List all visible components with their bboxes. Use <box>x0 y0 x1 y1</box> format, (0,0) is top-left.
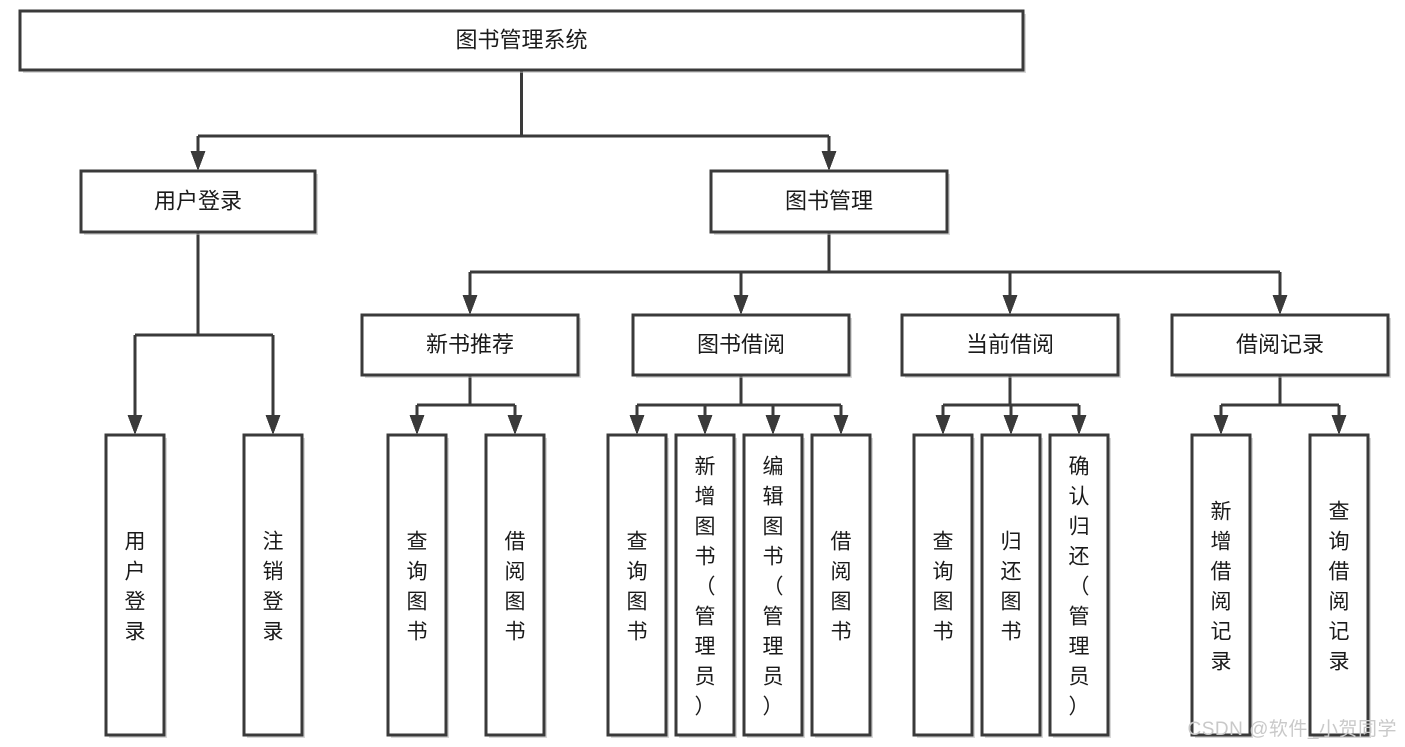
node-rect-leaf-cu-return[interactable] <box>980 433 1042 737</box>
node-label-leaf-cu-return: 归还图书 <box>1001 530 1022 643</box>
node-leaf-rc-query[interactable]: 查询借阅记录 <box>1308 433 1371 738</box>
node-records[interactable]: 借阅记录 <box>1170 313 1391 378</box>
node-rect-bookmgmt[interactable] <box>709 169 949 234</box>
node-leaf-cu-confirm[interactable]: 确认归还（管理员） <box>1048 433 1111 738</box>
node-login[interactable]: 用户登录 <box>79 169 318 235</box>
connector-lines-layer <box>127 70 1347 435</box>
node-label-newbook: 新书推荐 <box>426 332 514 357</box>
node-label-leaf-nb-query: 查询图书 <box>407 530 428 643</box>
node-rect-leaf-br-borrow[interactable] <box>810 433 872 737</box>
node-rect-leaf-br-edit[interactable] <box>742 433 804 737</box>
node-label-leaf-cu-confirm: 确认归还（管理员） <box>1069 455 1090 718</box>
node-label-leaf-rc-add: 新增借阅记录 <box>1211 500 1232 673</box>
node-label-leaf-nb-borrow: 借阅图书 <box>505 530 526 643</box>
arrow-head-newbook <box>462 295 478 315</box>
node-rect-leaf-nb-borrow[interactable] <box>484 433 546 737</box>
arrow-head-leaf-cu-query <box>935 415 951 435</box>
arrow-head-login <box>190 151 206 171</box>
arrow-head-leaf-cu-confirm <box>1071 415 1087 435</box>
arrow-head-leaf-user-login <box>127 415 143 435</box>
arrow-head-leaf-rc-add <box>1213 415 1229 435</box>
node-leaf-cu-query[interactable]: 查询图书 <box>912 433 975 738</box>
node-newbook[interactable]: 新书推荐 <box>360 313 581 378</box>
node-leaf-user-login[interactable]: 用户登录 <box>104 433 167 738</box>
csdn-watermark: CSDN @软件_小贺同学 <box>1187 719 1397 740</box>
node-rect-newbook[interactable] <box>360 313 580 377</box>
arrow-head-leaf-user-logout <box>265 415 281 435</box>
arrow-head-borrow <box>733 295 749 315</box>
arrow-head-leaf-rc-query <box>1331 415 1347 435</box>
arrow-head-leaf-br-borrow <box>833 415 849 435</box>
node-rect-current[interactable] <box>900 313 1120 377</box>
node-label-leaf-br-edit: 编辑图书（管理员） <box>763 455 784 718</box>
node-label-leaf-br-add: 新增图书（管理员） <box>695 455 716 718</box>
node-rect-leaf-rc-query[interactable] <box>1308 433 1370 737</box>
node-label-current: 当前借阅 <box>966 332 1054 357</box>
node-leaf-cu-return[interactable]: 归还图书 <box>980 433 1043 738</box>
node-rect-borrow[interactable] <box>631 313 851 377</box>
arrow-head-leaf-nb-borrow <box>507 415 523 435</box>
node-label-leaf-user-logout: 注销登录 <box>263 530 284 643</box>
node-root[interactable]: 图书管理系统 <box>18 9 1026 73</box>
node-rect-leaf-nb-query[interactable] <box>386 433 448 737</box>
node-label-leaf-user-login: 用户登录 <box>125 530 146 643</box>
node-rect-leaf-user-login[interactable] <box>104 433 166 737</box>
node-leaf-rc-add[interactable]: 新增借阅记录 <box>1190 433 1253 738</box>
arrow-head-leaf-br-add <box>697 415 713 435</box>
node-rect-login[interactable] <box>79 169 317 234</box>
node-bookmgmt[interactable]: 图书管理 <box>709 169 950 235</box>
node-label-leaf-rc-query: 查询借阅记录 <box>1329 500 1350 673</box>
arrow-head-leaf-cu-return <box>1003 415 1019 435</box>
node-rect-root[interactable] <box>18 9 1025 72</box>
node-borrow[interactable]: 图书借阅 <box>631 313 852 378</box>
node-label-records: 借阅记录 <box>1236 332 1324 357</box>
node-leaf-br-borrow[interactable]: 借阅图书 <box>810 433 873 738</box>
node-rect-leaf-br-query[interactable] <box>606 433 668 737</box>
arrow-head-leaf-br-edit <box>765 415 781 435</box>
node-leaf-user-logout[interactable]: 注销登录 <box>242 433 305 738</box>
node-rect-leaf-rc-add[interactable] <box>1190 433 1252 737</box>
node-label-root: 图书管理系统 <box>455 27 587 52</box>
arrow-head-leaf-br-query <box>629 415 645 435</box>
arrow-head-records <box>1272 295 1288 315</box>
node-rect-leaf-cu-confirm[interactable] <box>1048 433 1110 737</box>
node-leaf-nb-borrow[interactable]: 借阅图书 <box>484 433 547 738</box>
node-label-leaf-br-borrow: 借阅图书 <box>831 530 852 643</box>
node-leaf-br-add[interactable]: 新增图书（管理员） <box>674 433 737 738</box>
node-label-bookmgmt: 图书管理 <box>785 188 873 213</box>
node-label-leaf-br-query: 查询图书 <box>627 530 648 643</box>
node-current[interactable]: 当前借阅 <box>900 313 1121 378</box>
node-rect-records[interactable] <box>1170 313 1390 377</box>
node-rect-leaf-br-add[interactable] <box>674 433 736 737</box>
node-boxes-layer: 图书管理系统用户登录图书管理新书推荐图书借阅当前借阅借阅记录用户登录注销登录查询… <box>18 9 1391 738</box>
node-rect-leaf-cu-query[interactable] <box>912 433 974 737</box>
node-label-leaf-cu-query: 查询图书 <box>933 530 954 643</box>
arrow-head-current <box>1002 295 1018 315</box>
arrow-head-leaf-nb-query <box>409 415 425 435</box>
node-leaf-br-query[interactable]: 查询图书 <box>606 433 669 738</box>
node-leaf-br-edit[interactable]: 编辑图书（管理员） <box>742 433 805 738</box>
node-leaf-nb-query[interactable]: 查询图书 <box>386 433 449 738</box>
node-label-login: 用户登录 <box>154 188 242 213</box>
node-rect-leaf-user-logout[interactable] <box>242 433 304 737</box>
node-label-borrow: 图书借阅 <box>697 332 785 357</box>
arrow-head-bookmgmt <box>821 151 837 171</box>
